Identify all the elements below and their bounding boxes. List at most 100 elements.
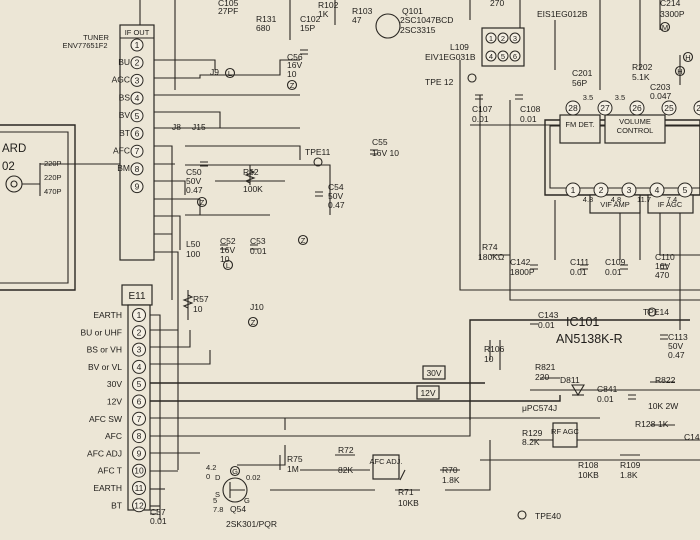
ic-pin-3 [621, 182, 637, 198]
e11-pin-2 [132, 325, 146, 340]
label-c142v: 1800P [510, 267, 535, 277]
tuner-pin-number: 9 [135, 182, 140, 192]
label-r72: R72 [338, 445, 354, 455]
e11-pin-name: EARTH [93, 310, 122, 320]
tpe14-point [647, 307, 657, 317]
volume-control-block [604, 114, 666, 144]
if-agc-block [647, 194, 694, 214]
label-r821v: 220 [535, 372, 549, 382]
e11-pin-name: BS or VH [87, 345, 122, 355]
label-c102v: 15P [300, 23, 315, 33]
label-r822v: 10K 2W [648, 401, 678, 411]
circled-point [674, 65, 686, 77]
label-tpe14: TPE14 [643, 307, 669, 317]
e11-pin-name: AFC T [98, 466, 122, 476]
label-tpe11: TPE11 [305, 147, 331, 157]
e11-pin-name: EARTH [93, 483, 122, 493]
label-r102v: 1K [318, 9, 329, 19]
label-c143: C143 [538, 310, 559, 320]
tuner-pin-7 [130, 144, 144, 158]
module-pin-3 [509, 32, 521, 44]
label-c56a: 16V [287, 60, 302, 70]
label-e1s: EIS1EG012B [537, 9, 588, 19]
label-c109: C109 [605, 257, 626, 267]
e11-pin-number: 3 [137, 345, 142, 355]
tuner-pin-name: BV [119, 110, 131, 120]
label-r106v: 10 [484, 354, 494, 364]
label-c111v: 0.01 [570, 267, 587, 277]
label-q101a: 2SC1047BCD [400, 15, 453, 25]
fm-det-label: FM DET. [565, 120, 594, 129]
e11-pin-name: BT [111, 500, 122, 510]
left-cap-2: 220P [44, 173, 62, 182]
tuner-pin-number: 4 [135, 93, 140, 103]
label-r821: R821 [535, 362, 556, 372]
label-r109v: 1.8K [620, 470, 638, 480]
label-c110: C110 [655, 252, 675, 262]
ic-area: FM DET. VOLUME CONTROL VIF AMP IF AGC 28… [544, 93, 700, 214]
label-r72v: 82K [338, 465, 353, 475]
label-q54v: 2SK301/PQR [226, 519, 277, 529]
e11-pin-10 [132, 463, 146, 478]
label-l109v: EIV1EG031B [425, 52, 476, 62]
label-c841: C841 [597, 384, 618, 394]
afc-adj-label: AFC ADJ. [370, 457, 403, 466]
e11-pin-4 [132, 359, 146, 374]
label-r74v: 180KΩ [478, 252, 504, 262]
label-v12: 12V [420, 388, 435, 398]
label-c113b: 0.47 [668, 350, 685, 360]
label-q54: Q54 [230, 504, 246, 514]
label-c105: C105 [218, 0, 239, 8]
label-c111: C111 [570, 257, 589, 267]
circled-point [247, 316, 259, 328]
e11-pin-number: 2 [137, 327, 142, 337]
circled-letter: G [232, 467, 238, 476]
label-j9: J9 [210, 67, 219, 77]
label-r103v: 47 [352, 15, 362, 25]
tuner-part: ENV77651F2 [62, 41, 107, 50]
label-r71: R71 [398, 487, 414, 497]
tuner-pin-6 [130, 127, 144, 140]
transistor-q101 [375, 13, 401, 39]
e11-pin-7 [132, 411, 146, 426]
e11-pin-1 [132, 308, 146, 322]
label-r108v: 10KB [578, 470, 599, 480]
circled-point [224, 67, 236, 79]
label-r57: R57 [193, 294, 209, 304]
e11-pin-number: 8 [137, 431, 142, 441]
q54-pin-s: S [215, 490, 220, 499]
ic-voltage: 3.5 [615, 93, 625, 102]
label-r52v: 100K [243, 184, 263, 194]
label-j10: J10 [250, 302, 264, 312]
circled-letter: L [228, 69, 232, 78]
30v-rail-label-box [422, 365, 446, 380]
e11-pin-11 [132, 481, 146, 495]
label-c102: C102 [300, 14, 321, 24]
ic-pin-number: 5 [683, 185, 688, 195]
q54-pin-v2: 0 [206, 472, 210, 481]
rf-agc-box [552, 422, 578, 448]
label-r70: R70 [442, 465, 458, 475]
tuner-pin-number: 8 [135, 164, 140, 174]
ic-pin-2 [593, 182, 609, 198]
e11-pin-name: BV or VL [88, 362, 122, 372]
label-c52a: 16V [220, 245, 235, 255]
ic-voltage: 7.4 [667, 195, 677, 204]
label-r71v: 10KB [398, 498, 419, 508]
left-cap-3: 470P [44, 187, 62, 196]
label-c113: C113 [668, 332, 688, 342]
ic-pin-5 [677, 182, 693, 198]
label-c110b: 470 [655, 270, 669, 280]
tpe40-point [517, 510, 527, 520]
tuner-pin-9 [130, 180, 144, 194]
zener-d811 [571, 384, 585, 397]
label-r128: R128 [635, 419, 656, 429]
q54-pin-v5: 0.02 [246, 473, 261, 482]
circled-point [222, 259, 234, 271]
label-c107: C107 [472, 104, 493, 114]
ic-pin-24 [693, 100, 700, 116]
e11-pin-number: 10 [134, 466, 144, 476]
